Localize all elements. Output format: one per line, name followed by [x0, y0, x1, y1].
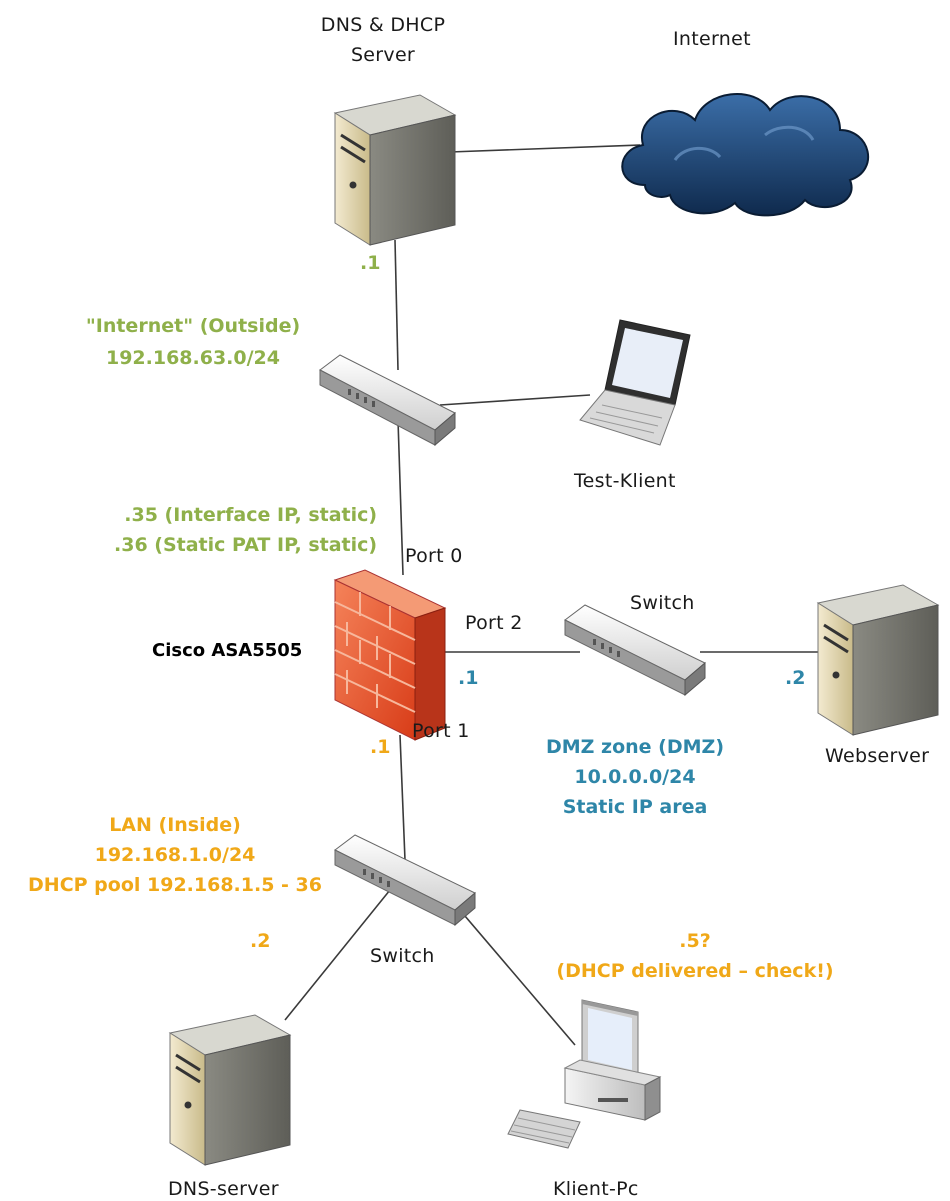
lan-dhcp-pool: DHCP pool 192.168.1.5 - 36	[28, 874, 322, 896]
lan-client-note: (DHCP delivered – check!)	[556, 960, 834, 982]
dmz-switch-icon	[564, 604, 706, 697]
dmz-webserver-ip: .2	[785, 667, 806, 689]
dmz-firewall-ip: .1	[458, 667, 479, 689]
dmz-zone-note: Static IP area	[562, 796, 708, 818]
dhcp-server-icon	[333, 94, 457, 246]
lan-zone-network: 192.168.1.0/24	[94, 844, 256, 866]
port0-label: Port 0	[405, 545, 463, 567]
port2-label: Port 2	[465, 612, 523, 634]
webserver-label: Webserver	[825, 745, 930, 767]
lan-client-ip: .5?	[679, 930, 711, 952]
link-dhcpserver-internet	[449, 144, 641, 153]
dhcp-server-label: DNS & DHCP Server	[318, 10, 448, 70]
firewall-icon	[333, 569, 447, 741]
outside-pat-ip: .36 (Static PAT IP, static)	[114, 534, 378, 556]
outside-zone-label: "Internet" (Outside) 192.168.63.0/24	[48, 310, 338, 374]
dmz-zone-name: DMZ zone (DMZ)	[545, 736, 725, 758]
dns-server-icon	[168, 1014, 292, 1166]
internet-cloud-icon	[621, 93, 869, 217]
internet-label: Internet	[673, 28, 751, 50]
dmz-zone-label: DMZ zone (DMZ) 10.0.0.0/24 Static IP are…	[520, 732, 750, 822]
client-pc-label: Klient-Pc	[553, 1178, 639, 1200]
links	[284, 144, 820, 1046]
desktop-pc-icon	[507, 999, 662, 1149]
lan-zone-label: LAN (Inside) 192.168.1.0/24 DHCP pool 19…	[5, 810, 345, 900]
outside-firewall-ips: .35 (Interface IP, static) .36 (Static P…	[114, 500, 377, 560]
firewall-label: Cisco ASA5505	[152, 640, 303, 661]
dmz-switch-label: Switch	[630, 592, 695, 614]
link-outside-switch-firewall	[397, 419, 404, 576]
lan-dns-server-ip: .2	[250, 930, 271, 952]
webserver-icon	[816, 584, 940, 736]
lan-firewall-ip: .1	[370, 736, 391, 758]
laptop-icon	[579, 319, 691, 446]
lan-client-ip-label: .5? (DHCP delivered – check!)	[540, 926, 850, 986]
outside-zone-name: "Internet" (Outside)	[85, 315, 301, 337]
lan-switch-label: Switch	[370, 945, 435, 967]
lan-zone-name: LAN (Inside)	[109, 814, 241, 836]
link-firewall-lanswitch	[399, 734, 406, 861]
link-dhcpserver-outside-switch	[394, 239, 399, 371]
lan-switch-icon	[334, 834, 476, 927]
outside-switch-icon	[319, 354, 456, 447]
outside-server-ip: .1	[360, 252, 381, 274]
outside-zone-network: 192.168.63.0/24	[105, 347, 280, 369]
dhcp-server-label-line2: Server	[350, 44, 416, 66]
test-client-label: Test-Klient	[574, 470, 676, 492]
port1-label: Port 1	[412, 720, 470, 742]
link-outside-switch-testclient	[439, 394, 591, 406]
dmz-zone-network: 10.0.0.0/24	[574, 766, 696, 788]
link-lanswitch-dnsserver	[284, 889, 391, 1021]
outside-interface-ip: .35 (Interface IP, static)	[124, 504, 378, 526]
dns-server-label: DNS-server	[168, 1178, 279, 1200]
dhcp-server-label-line1: DNS & DHCP	[320, 14, 446, 36]
